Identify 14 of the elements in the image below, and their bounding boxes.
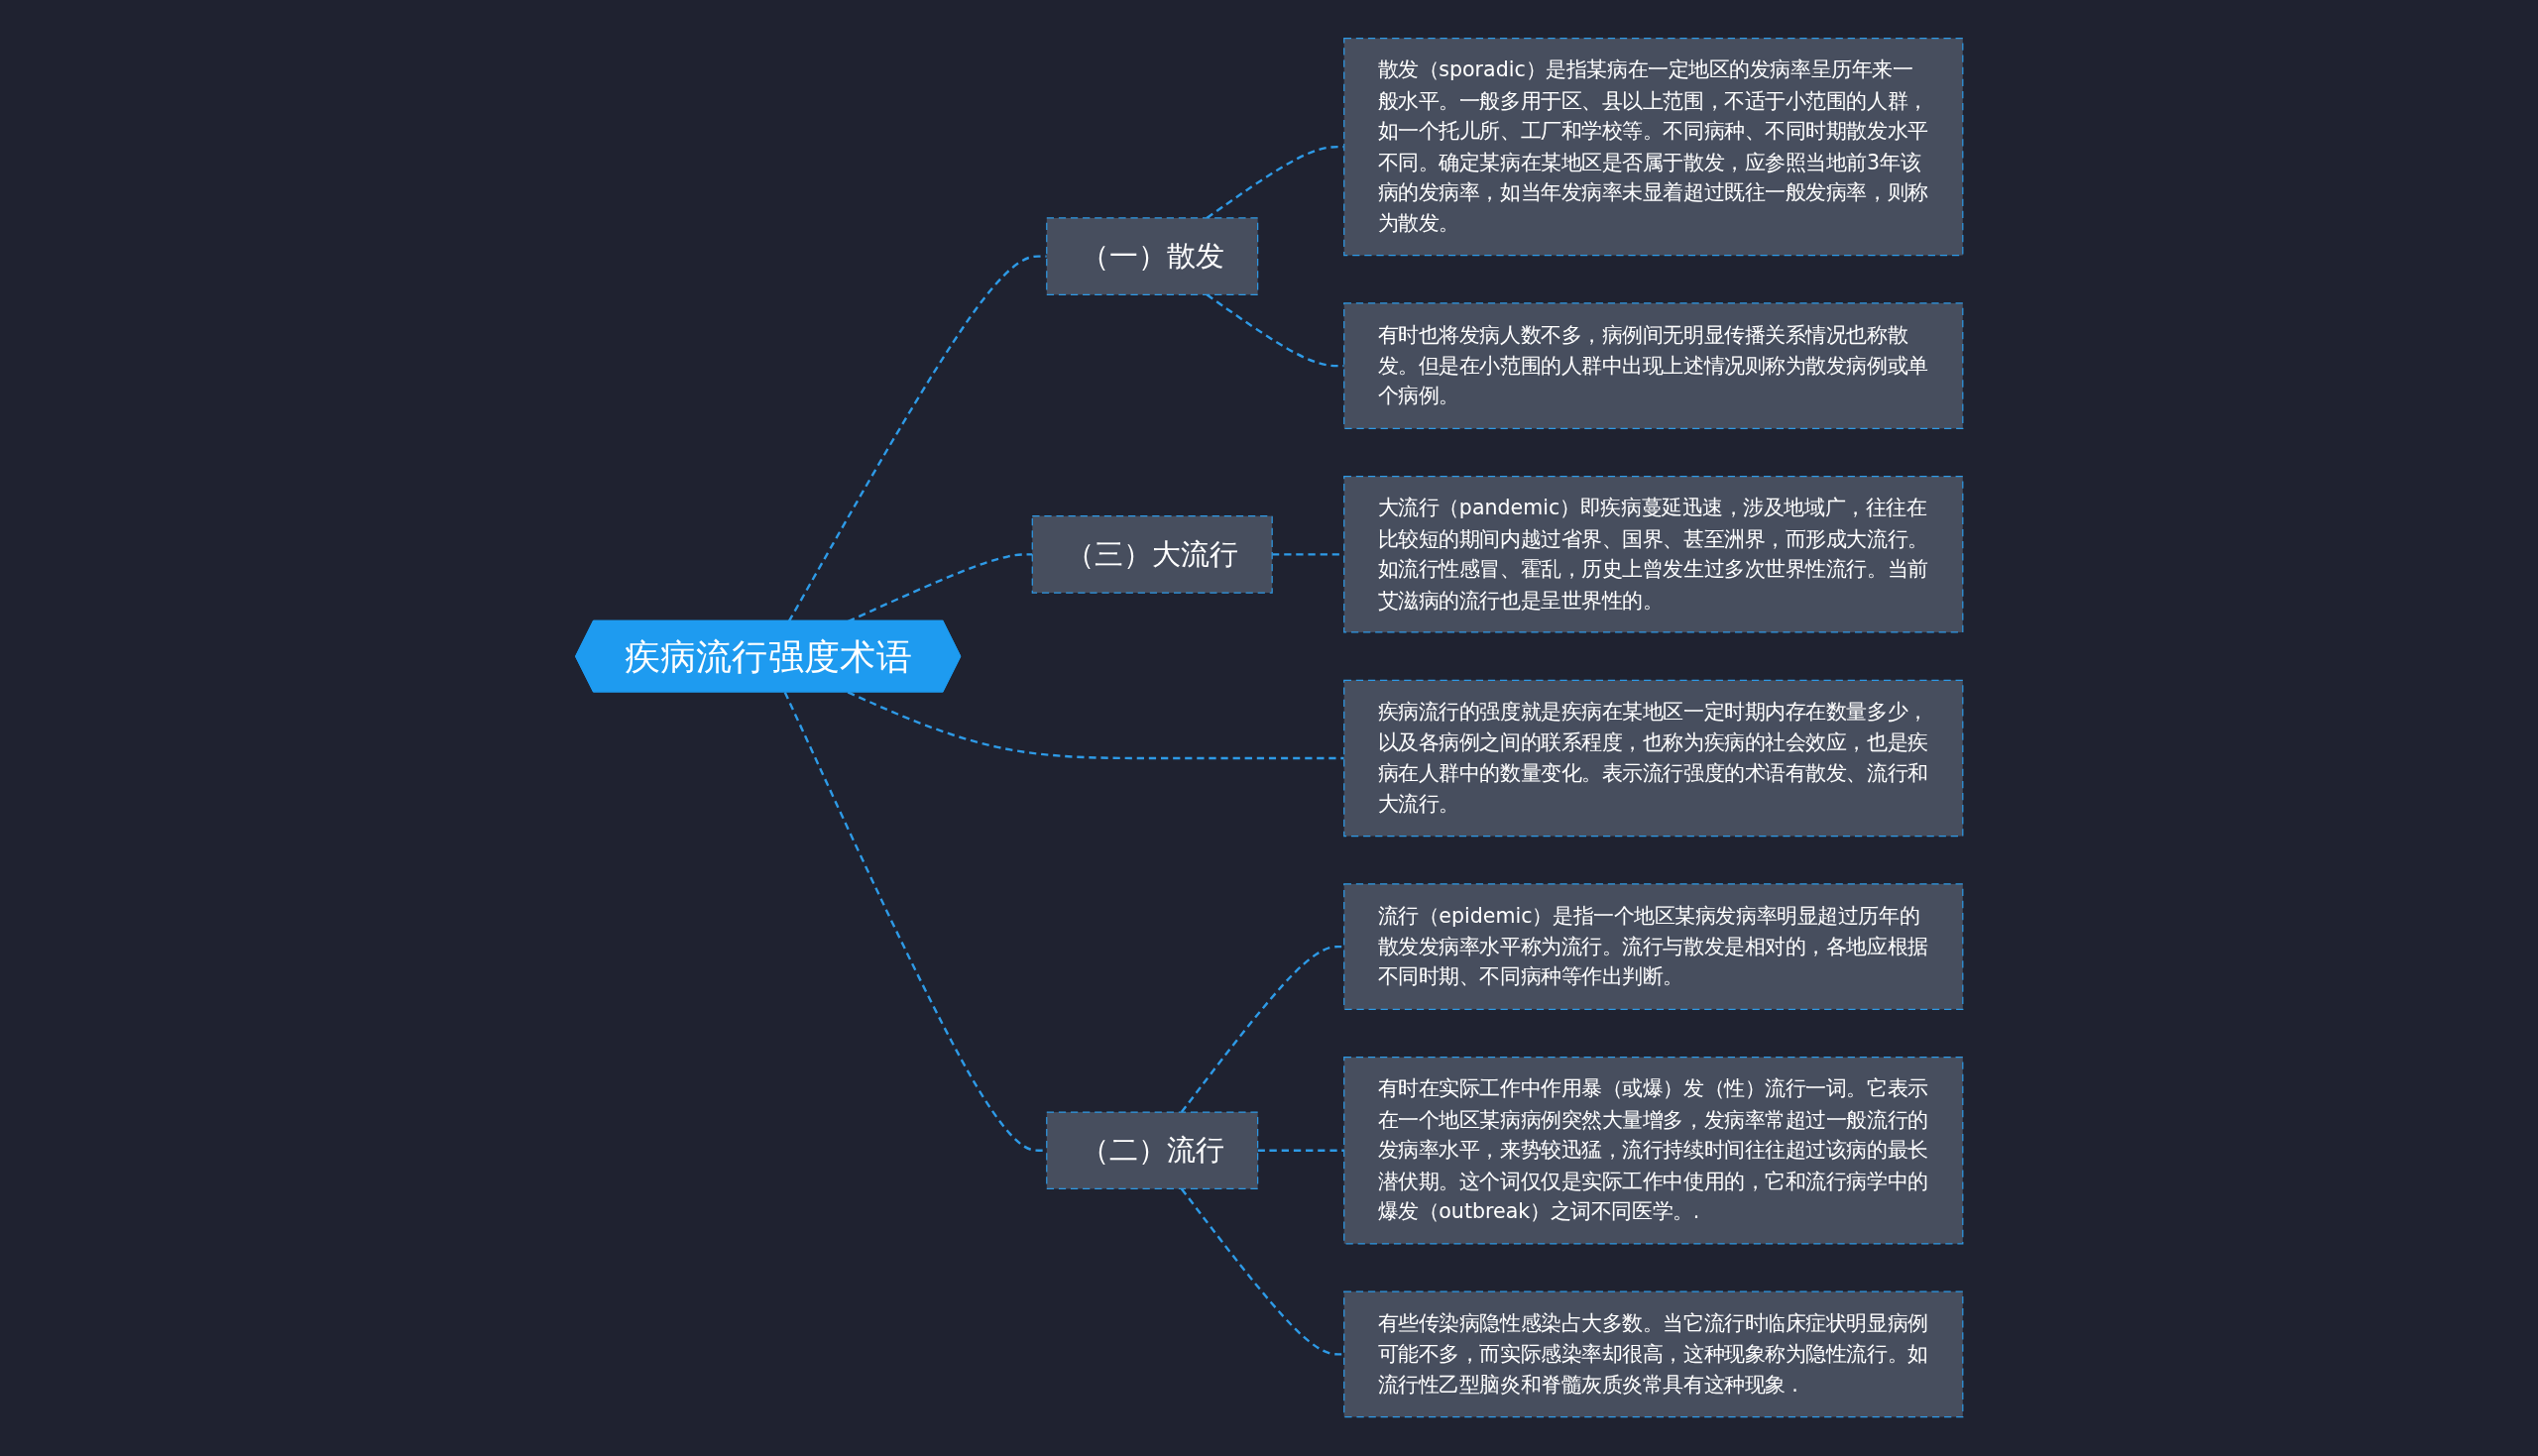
node-box: 大流行（pandemic）即疾病蔓延迅速，涉及地域广，往往在比较短的期间内越过省界、国界、甚至洲界，而形成大流行。如流行性感冒、霍乱，历史上曾发生过多次世界性流行。当前艾滋病的流行也是呈世界性的。 [1342, 476, 1964, 633]
connector [847, 691, 1344, 760]
node-box: （二）流行 [1045, 1111, 1258, 1190]
node-box: 有些传染病隐性感染占大多数。当它流行时临床症状明显病例可能不多，而实际感染率却很高，这种现象称为隐性流行。如流行性乙型脑炎和脊髓灰质炎常具有这种现象 . [1342, 1290, 1964, 1418]
node-box: 有时在实际工作中作用暴（或爆）发（性）流行一词。它表示在一个地区某病病例突然大量增多，发病率常超过一般流行的发病率水平，来势较迅猛，流行持续时间往往超过该病的最长潜伏期。这个词仅仅是实际工作中使用的，它和流行病学中的爆发（outbreak）之词不同医学。. [1342, 1057, 1964, 1245]
connector [1180, 1188, 1344, 1356]
node-box: 有时也将发病人数不多，病例间无明显传播关系情况也称散发。但是在小范围的人群中出现上述情况则称为散发病例或单个病例。 [1342, 302, 1964, 430]
node-box: （一）散发 [1045, 217, 1258, 296]
connector [1257, 1149, 1344, 1153]
node-box: 散发（sporadic）是指某病在一定地区的发病率呈历年来一般水平。一般多用于区、县以上范围，不适于小范围的人群，如一个托儿所、工厂和学校等。不同病种、不同时期散发水平不同。确定某病在某地区是否属于散发，应参照当地前3年该病的发病率，如当年发病率未显着超过既往一般发病率，则称为散发。 [1342, 38, 1964, 257]
node-box: 疾病流行的强度就是疾病在某地区一定时期内存在数量多少，以及各病例之间的联系程度，也称为疾病的社会效应，也是疾病在人群中的数量变化。表示流行强度的术语有散发、流行和大流行。 [1342, 680, 1964, 838]
node-box: （三）大流行 [1031, 515, 1273, 595]
node-box: 流行（epidemic）是指一个地区某病发病率明显超过历年的散发发病率水平称为流行。流行与散发是相对的，各地应根据不同时期、不同病种等作出判断。 [1342, 883, 1964, 1011]
connector [1180, 946, 1344, 1114]
